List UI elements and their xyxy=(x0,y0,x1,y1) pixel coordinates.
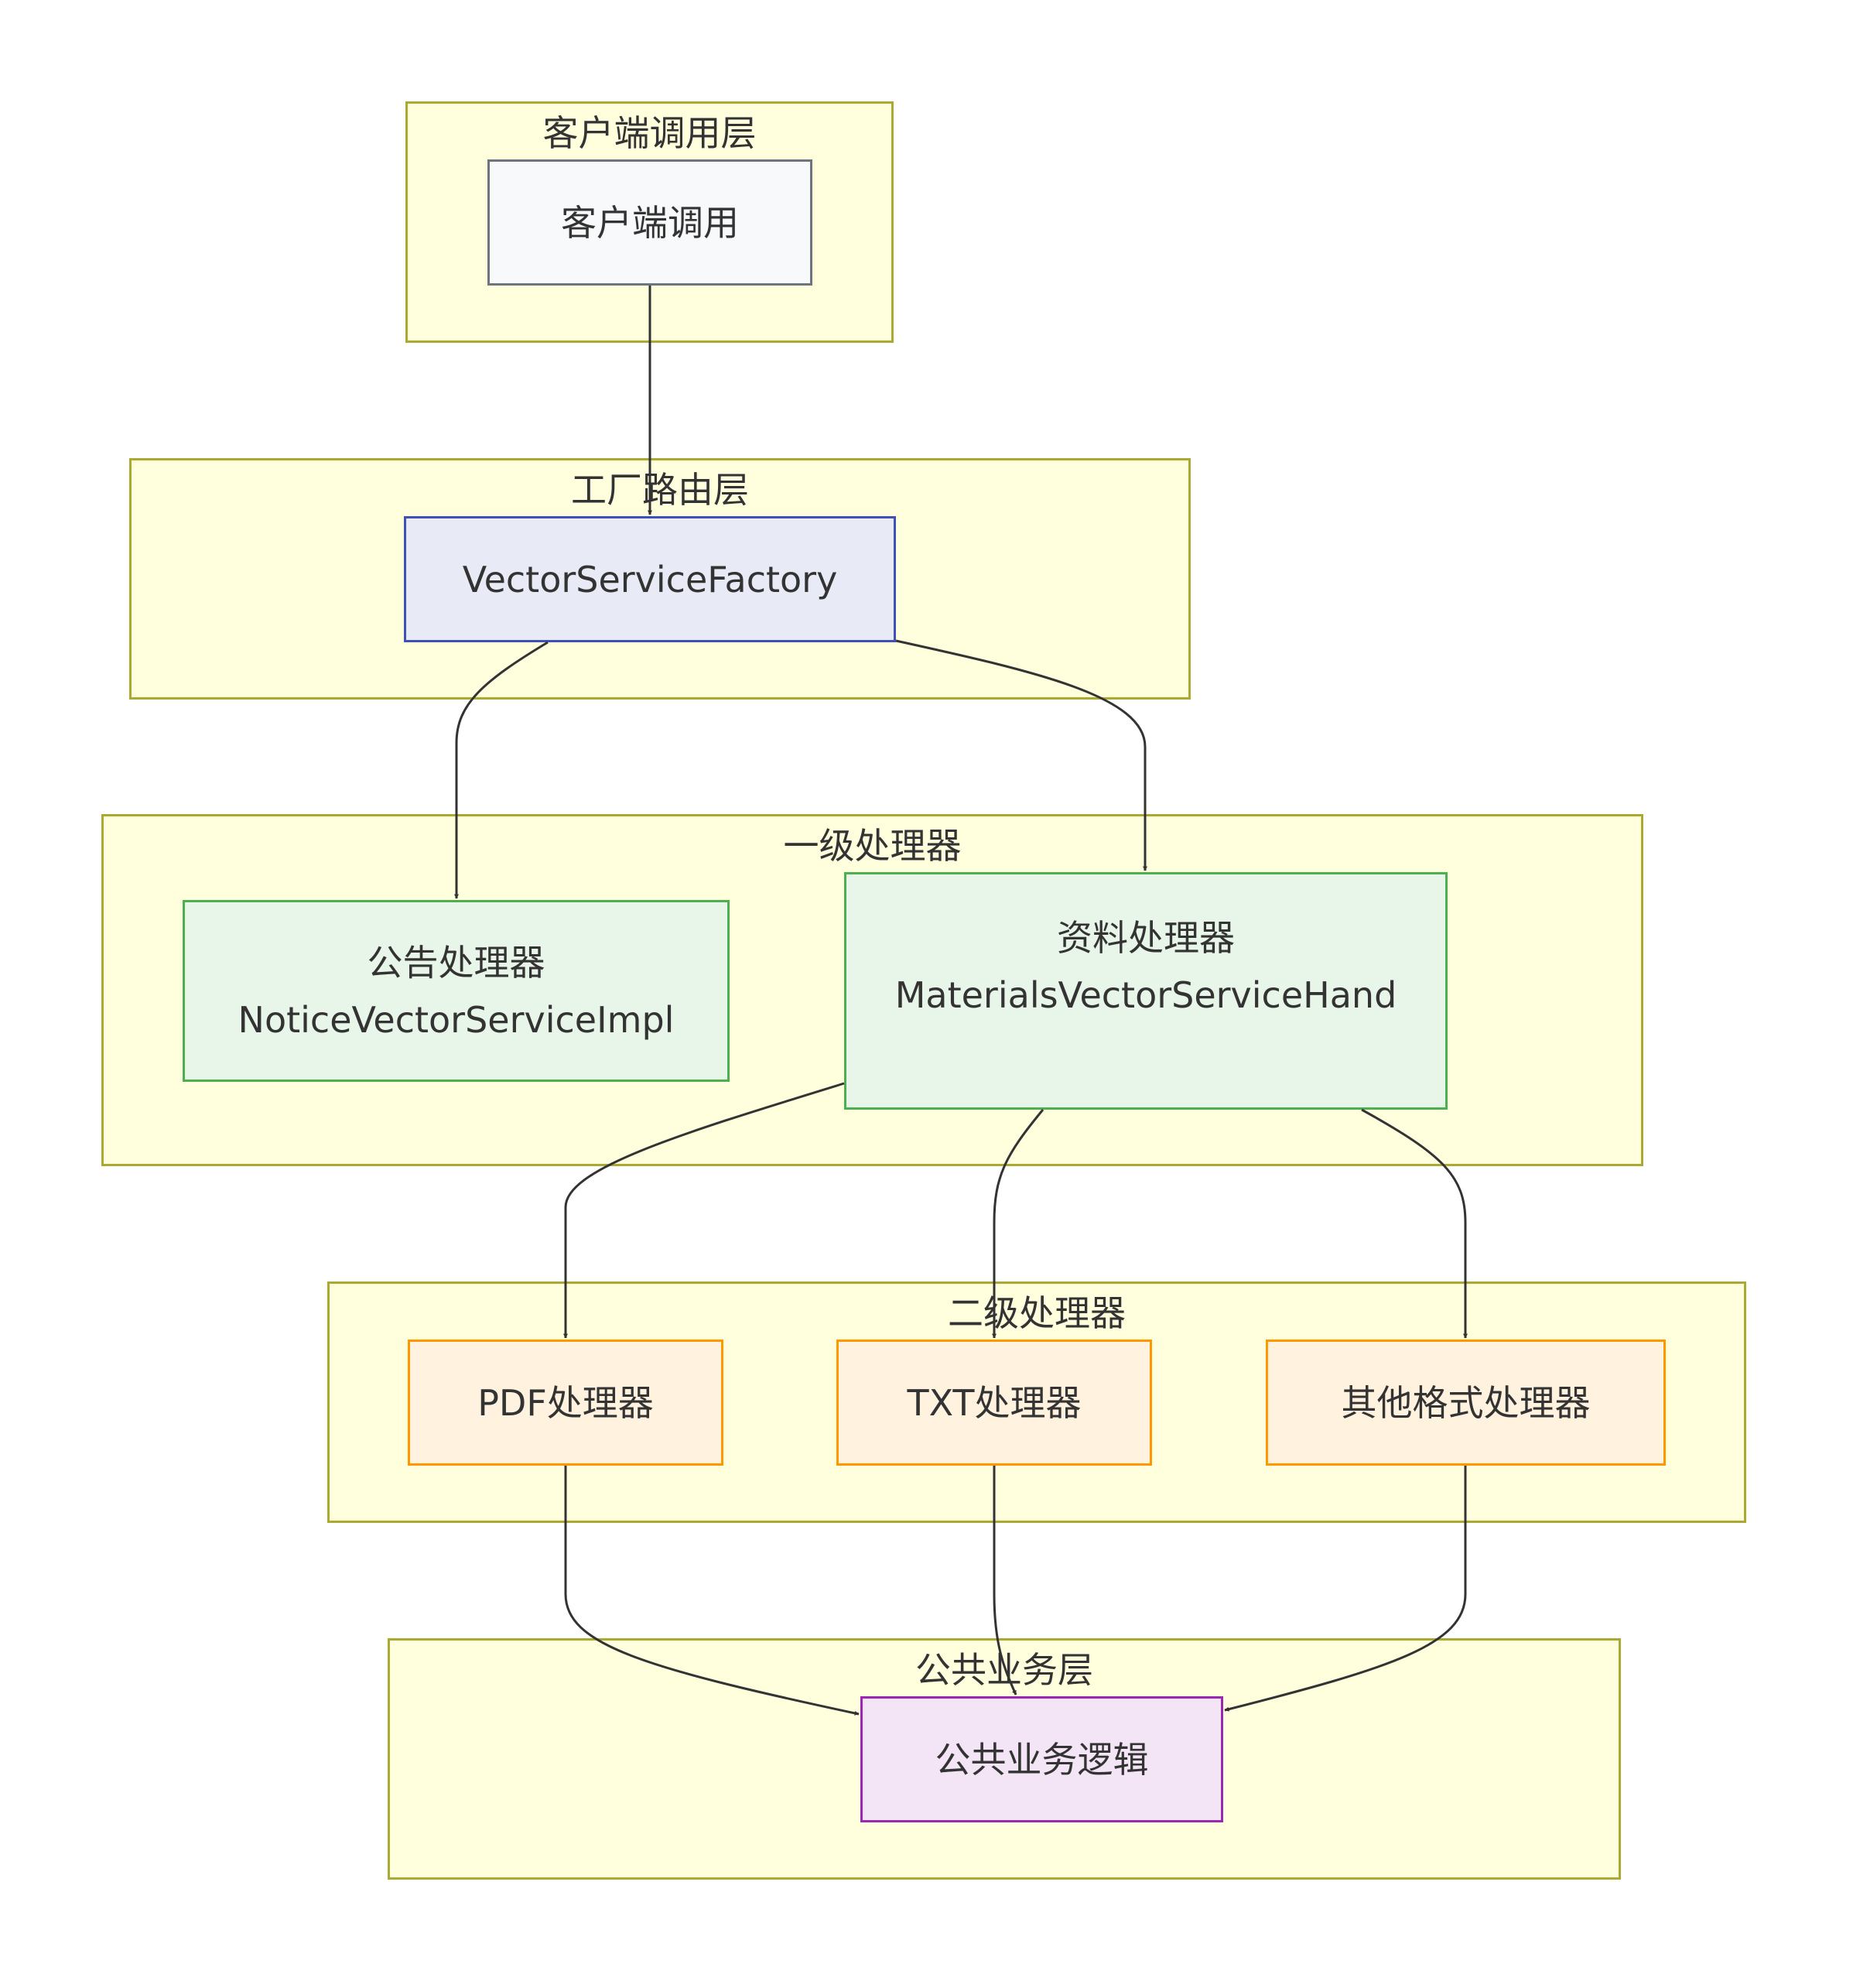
node-common-business-logic[interactable]: 公共业务逻辑 xyxy=(860,1696,1223,1822)
node-pdf-handler[interactable]: PDF处理器 xyxy=(408,1340,723,1466)
node-vector-service-factory-label: VectorServiceFactory xyxy=(462,558,838,601)
node-notice-handler-class: NoticeVectorServiceImpl xyxy=(238,998,675,1041)
cluster-title-common-layer: 公共业务层 xyxy=(915,1649,1093,1691)
node-other-format-handler[interactable]: 其他格式处理器 xyxy=(1266,1340,1666,1466)
node-client-call-label: 客户端调用 xyxy=(561,201,739,244)
node-client-call[interactable]: 客户端调用 xyxy=(487,159,812,286)
cluster-title-level2-handlers: 二级处理器 xyxy=(948,1292,1126,1334)
node-materials-handler-class: MaterialsVectorServiceHand xyxy=(894,974,1397,1016)
node-txt-handler-label: TXT处理器 xyxy=(907,1381,1082,1424)
node-notice-handler[interactable]: 公告处理器 NoticeVectorServiceImpl xyxy=(183,900,730,1082)
node-other-format-handler-label: 其他格式处理器 xyxy=(1341,1381,1591,1424)
cluster-title-client-layer: 客户端调用层 xyxy=(542,112,757,154)
node-pdf-handler-label: PDF处理器 xyxy=(477,1381,654,1424)
node-materials-handler[interactable]: 资料处理器 MaterialsVectorServiceHand xyxy=(844,872,1448,1110)
node-txt-handler[interactable]: TXT处理器 xyxy=(836,1340,1152,1466)
node-notice-handler-title: 公告处理器 xyxy=(367,941,545,984)
cluster-title-level1-handlers: 一级处理器 xyxy=(783,825,962,867)
node-common-business-logic-label: 公共业务逻辑 xyxy=(935,1738,1149,1781)
node-vector-service-factory[interactable]: VectorServiceFactory xyxy=(404,516,896,642)
cluster-title-factory-layer: 工厂路由层 xyxy=(571,469,749,511)
node-materials-handler-title: 资料处理器 xyxy=(1057,917,1235,959)
